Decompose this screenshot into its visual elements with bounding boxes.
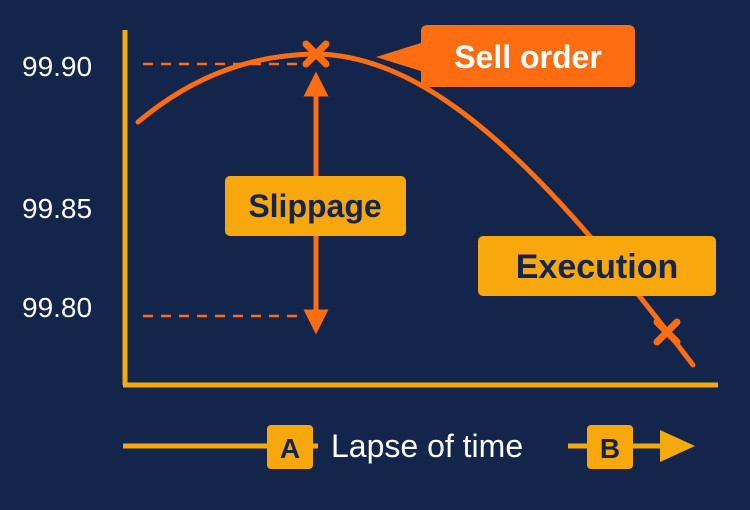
y-tick-label: 99.85 [22, 193, 92, 224]
time-end-label: B [600, 433, 620, 464]
execution-label: Execution [516, 248, 678, 286]
sell-order-label: Sell order [454, 39, 602, 75]
price-curve [135, 51, 696, 368]
slippage-label: Slippage [248, 188, 381, 224]
sell-order-callout: Sell order [376, 25, 635, 87]
time-arrow-head [660, 430, 695, 462]
time-axis-caption: Lapse of time [331, 428, 523, 464]
execution-label-box: Execution [478, 236, 716, 296]
y-tick-label: 99.90 [22, 51, 92, 82]
slippage-label-box: Slippage [225, 176, 406, 236]
x-mark-icon [653, 318, 681, 346]
x-mark-icon [302, 40, 330, 68]
time-end-badge: B [587, 425, 633, 469]
time-start-badge: A [267, 425, 313, 469]
time-caption-backdrop [318, 426, 568, 466]
y-tick-label: 99.80 [22, 292, 92, 323]
time-start-label: A [280, 433, 300, 464]
